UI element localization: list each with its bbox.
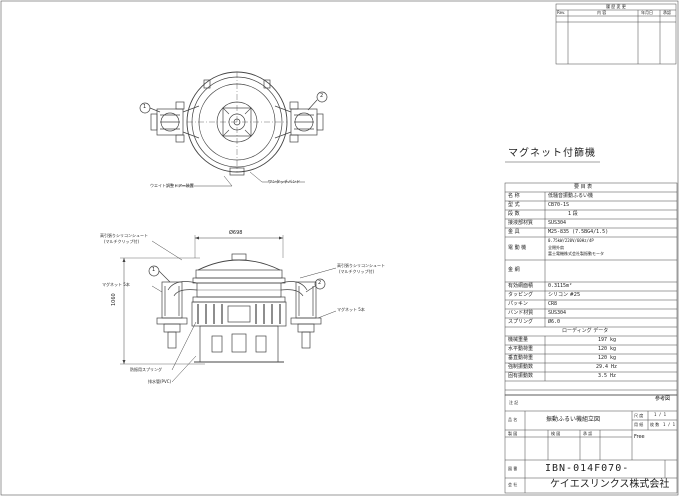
drawing-number-label: 図 番 (508, 466, 518, 471)
spec-label-spring: スプリング (508, 319, 534, 325)
revision-col-approve: 承認 (663, 10, 671, 15)
scale-value: 1 / 1 (654, 412, 667, 417)
product-title: マグネット付篩機 (508, 148, 596, 159)
loading-label-vertical: 垂直動荷重 (508, 355, 534, 361)
callout-1-front: 1 (152, 267, 156, 273)
spec-value-area: 0.3115m² (548, 283, 573, 289)
callout-2-top: 2 (320, 93, 324, 99)
dimension-diameter: Ø698 (229, 230, 243, 236)
spec-value-tapping: シリコン #25 (548, 292, 581, 298)
spec-motor-line-1: 0.75kW/220V/60Hz/4P (548, 238, 594, 243)
spec-label-name: 名 称 (508, 193, 520, 199)
spec-value-fitting: M25-835 (7.5BG4/1.5) (548, 229, 609, 235)
label-hose: 排水管(PVC) (148, 379, 172, 384)
spec-value-packing: CR8 (548, 301, 558, 307)
spec-motor-line-2: 全閉外扇 (548, 245, 564, 250)
title-block-lines (504, 394, 678, 494)
label-silicone-right: 高引張りシリコンシュート (337, 263, 385, 268)
loading-label-weight: 機械重量 (508, 337, 529, 343)
top-view (139, 71, 328, 187)
sheet-count-value: 1 / 1 (663, 422, 676, 427)
spec-value-spring: Ø6.0 (548, 319, 561, 325)
spec-value-model: CB70-1S (548, 202, 570, 208)
spec-label-band: バンド材質 (508, 310, 534, 316)
spec-motor-line-3: 富士電機株式会社製振動モータ (548, 251, 604, 256)
spec-value-name: 低騒音振動ふるい機 (548, 193, 594, 199)
loading-label-natural-freq: 固有振動数 (508, 373, 534, 379)
loading-label-horizontal: 水平動荷重 (508, 346, 534, 352)
label-silicone-left-sub: (マルチクリップ付) (104, 239, 140, 244)
paper-size-label: 用 紙 (634, 422, 644, 427)
sheet-count-label: 枚 数 (650, 422, 660, 427)
label-magnet-left: マグネット 5本 (102, 282, 130, 287)
revision-col-content: 内 容 (597, 10, 607, 15)
label-one-touch-band: ワンタッチバンド (268, 179, 301, 184)
spec-table-lines (504, 182, 678, 396)
label-spring: 防振用スプリング (130, 367, 162, 372)
spec-header: 要 目 表 (574, 184, 593, 190)
loading-label-forced-freq: 強制振動数 (508, 364, 534, 370)
reference-drawing-label: 参考図 (655, 396, 671, 402)
revision-title: 履 歴 変 更 (606, 4, 626, 9)
label-magnet-right: マグネット 5本 (337, 307, 365, 312)
callout-2-front: 2 (318, 280, 322, 286)
notes-label: 注 記 (509, 400, 519, 405)
drawing-name: 振動ふるい機組立図 (546, 416, 601, 423)
spec-label-model: 型 式 (508, 202, 520, 208)
spec-label-packing: パッキン (508, 301, 528, 307)
free-text: Free (634, 434, 645, 440)
spec-label-fitting: 金 具 (508, 229, 520, 235)
revision-col-rev: Rev. (557, 10, 566, 15)
loading-header: ローディング データ (562, 328, 609, 334)
label-weight-adjust: ウエイト調整ドアー装置 (150, 183, 194, 188)
spec-label-mesh: 金 網 (508, 267, 520, 273)
check-label: 検 図 (551, 431, 561, 436)
spec-label-tapping: タッピング (508, 292, 534, 298)
spec-label-area: 有効網面積 (508, 283, 534, 289)
dimension-height: 1060 (111, 293, 117, 306)
callout-1-top: 1 (143, 104, 147, 110)
loading-value-weight: 197 kg (598, 337, 617, 343)
revision-col-date: 年月日 (641, 10, 653, 15)
spec-label-motor: 電 動 機 (508, 245, 527, 251)
scale-label: 尺 度 (634, 413, 644, 418)
loading-value-forced-freq: 29.4 Hz (596, 364, 618, 370)
label-silicone-left: 高引張りシリコンシュート (100, 233, 148, 238)
name-label: 品 名 (508, 417, 518, 422)
spec-value-stages: 1 段 (568, 211, 578, 217)
revision-block-lines (555, 3, 677, 65)
label-silicone-right-sub: (マルチクリップ付) (339, 269, 375, 274)
drawn-label: 製 図 (508, 431, 518, 436)
spec-label-material: 接液部材質 (508, 220, 534, 226)
company-label: 会 社 (508, 482, 518, 487)
company-name: ケイエスリンクス株式会社 (550, 479, 670, 490)
spec-value-band: SUS304 (548, 310, 567, 316)
loading-value-horizontal: 120 kg (598, 346, 617, 352)
drawing-number: IBN-014F070- (545, 463, 630, 474)
approve-label: 承 認 (583, 431, 593, 436)
loading-value-natural-freq: 3.5 Hz (598, 373, 617, 379)
loading-value-vertical: 120 kg (598, 355, 617, 361)
spec-label-stages: 段 数 (508, 211, 520, 217)
spec-value-material: SUS304 (548, 220, 567, 226)
front-view (120, 235, 337, 383)
